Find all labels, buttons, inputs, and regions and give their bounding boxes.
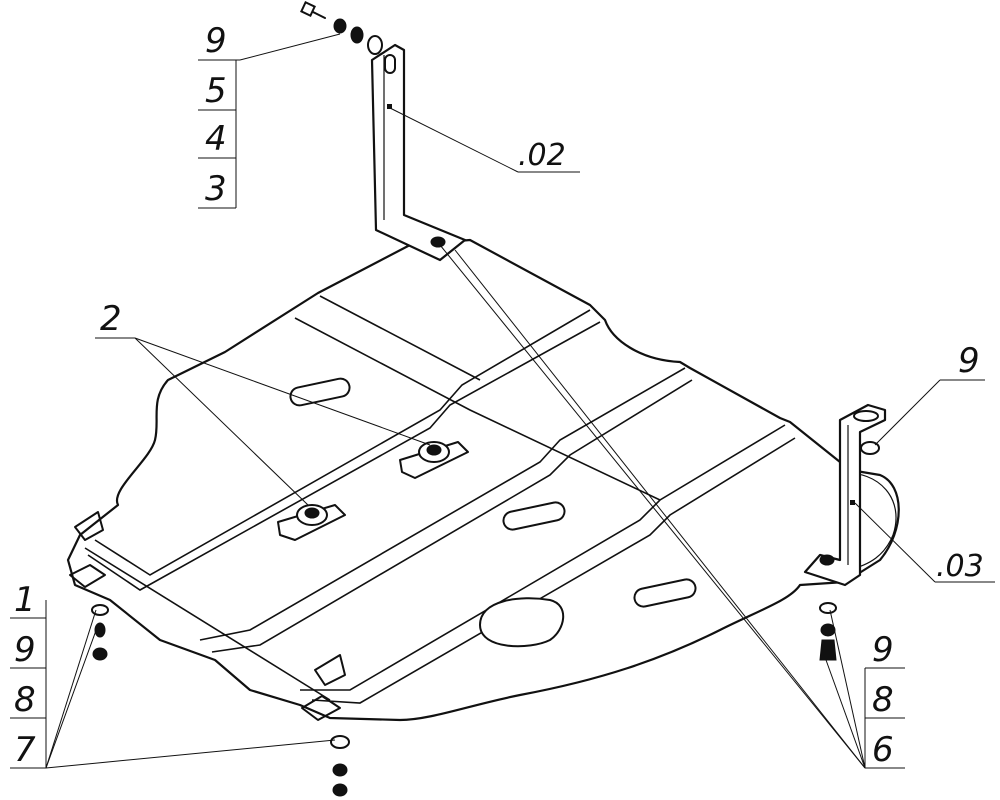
callouts: 9 5 4 3 2 .02 9 .03 1 9 8 7 9 8 6 [14,21,984,770]
bolt-top [300,1,383,55]
slot-3 [633,578,697,608]
callout-top-4: 4 [205,119,227,159]
hardware-bottom-left [91,604,109,661]
callout-br-6: 6 [872,730,894,770]
callout-right-9: 9 [958,341,980,381]
drain-hole [478,597,565,648]
callout-top-9: 9 [205,21,227,61]
slot-2 [502,501,566,531]
callout-br-9: 9 [872,630,894,670]
cage-nut-2 [399,441,469,479]
callout-bl-9: 9 [14,630,36,670]
hardware-bottom-center [330,735,350,797]
callout-top-5: 5 [205,71,227,111]
callout-ref-02: .02 [518,138,566,173]
slot-1 [289,377,351,407]
cage-nut-1 [277,504,346,541]
callout-bl-8: 8 [14,680,36,720]
bracket-03 [803,403,887,587]
callout-top-3: 3 [205,169,227,209]
skid-plate [66,238,900,722]
callout-2: 2 [100,299,122,339]
callout-ref-03: .03 [936,549,984,584]
leader-lines [10,33,995,769]
callout-bl-1: 1 [14,580,36,620]
bracket-02 [370,43,467,262]
callout-bl-7: 7 [14,730,36,770]
callout-br-8: 8 [872,680,894,720]
hardware-bottom-right [819,441,880,661]
